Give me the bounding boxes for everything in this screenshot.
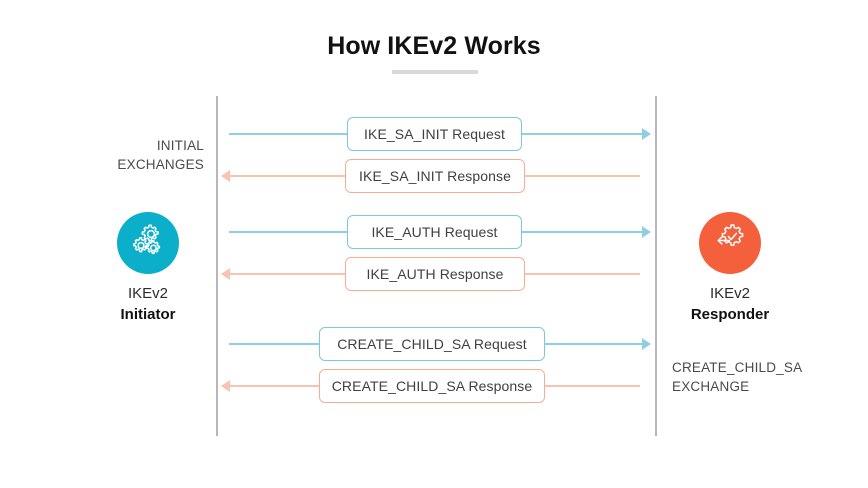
lifeline-initiator: [216, 96, 218, 436]
responder-role: Responder: [690, 306, 770, 323]
message-box[interactable]: CREATE_CHILD_SA Response: [319, 369, 545, 403]
responder-icon-circle: [699, 212, 761, 274]
message-label: IKE_SA_INIT Request: [364, 126, 505, 142]
page-title: How IKEv2 Works: [327, 32, 541, 60]
message-box[interactable]: IKE_SA_INIT Response: [345, 159, 525, 193]
message-label: IKE_AUTH Response: [366, 266, 504, 282]
message-box[interactable]: IKE_AUTH Response: [345, 257, 525, 291]
gear-check-arrow-icon: [709, 220, 751, 267]
arrowhead-right-icon: [642, 128, 651, 140]
message-box[interactable]: CREATE_CHILD_SA Request: [319, 327, 545, 361]
arrowhead-left-icon: [221, 268, 230, 280]
message-label: CREATE_CHILD_SA Response: [331, 378, 533, 394]
lifeline-responder: [655, 96, 657, 436]
initiator-name: IKEv2: [127, 285, 169, 302]
message-box[interactable]: IKE_AUTH Request: [347, 215, 522, 249]
arrowhead-left-icon: [221, 170, 230, 182]
message-row: IKE_SA_INIT Response: [0, 159, 868, 193]
phase-label-initial-exchanges: INITIAL EXCHANGES: [117, 138, 204, 172]
initiator-role: Initiator: [120, 306, 176, 323]
actor-responder[interactable]: IKEv2 Responder: [650, 212, 810, 325]
message-row: IKE_SA_INIT Request: [0, 117, 868, 151]
phase-label-create-child-sa-exchange: CREATE_CHILD_SA EXCHANGE: [672, 360, 803, 394]
arrowhead-right-icon: [642, 226, 651, 238]
arrowhead-left-icon: [221, 380, 230, 392]
initiator-icon-circle: [117, 212, 179, 274]
message-label: IKE_SA_INIT Response: [359, 168, 511, 184]
gears-icon: [128, 221, 168, 266]
actor-initiator[interactable]: IKEv2 Initiator: [68, 212, 228, 325]
message-label: CREATE_CHILD_SA Request: [337, 336, 527, 352]
message-row: CREATE_CHILD_SA Request: [0, 327, 868, 361]
responder-name: IKEv2: [709, 285, 751, 302]
message-row: IKE_AUTH Response: [0, 257, 868, 291]
message-row: IKE_AUTH Request: [0, 215, 868, 249]
message-box[interactable]: IKE_SA_INIT Request: [347, 117, 522, 151]
title-underline-divider: [392, 70, 478, 74]
message-label: IKE_AUTH Request: [371, 224, 498, 240]
message-row: CREATE_CHILD_SA Response: [0, 369, 868, 403]
arrowhead-right-icon: [642, 338, 651, 350]
